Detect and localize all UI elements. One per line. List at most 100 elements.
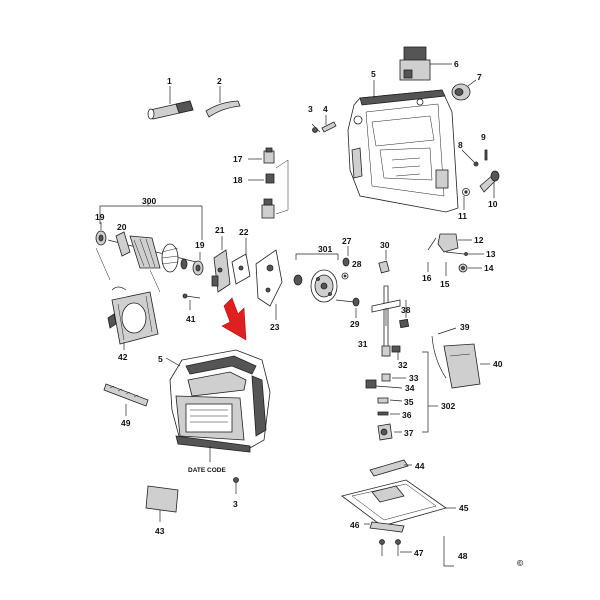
part-49-blade — [103, 383, 149, 416]
part-34-block — [365, 379, 403, 389]
label-part-16: 16 — [422, 273, 432, 283]
label-part-5-top: 5 — [371, 69, 376, 79]
part-5-housing-half — [347, 80, 459, 213]
part-48-hex-key — [443, 536, 454, 567]
label-part-39: 39 — [460, 322, 470, 332]
label-part-15: 15 — [440, 279, 450, 289]
label-part-29: 29 — [350, 319, 360, 329]
label-part-4: 4 — [323, 104, 328, 114]
label-part-47: 47 — [414, 548, 424, 558]
part-37-clamp — [377, 423, 402, 441]
part-32-clamp-block — [391, 345, 401, 360]
part-301-gear — [293, 269, 338, 303]
label-part-3-top: 3 — [308, 104, 313, 114]
part-46-guide — [364, 521, 405, 533]
label-part-27: 27 — [342, 236, 352, 246]
part-36-plate — [377, 411, 400, 416]
label-part-42: 42 — [118, 352, 128, 362]
label-part-14: 14 — [484, 263, 494, 273]
part-14-nut — [458, 263, 482, 273]
part-10-lever — [479, 170, 500, 198]
label-part-9: 9 — [481, 132, 486, 142]
label-part-40: 40 — [493, 359, 503, 369]
part-3-screw-top — [311, 123, 321, 133]
part-27-bearing — [342, 246, 350, 267]
label-part-35: 35 — [404, 397, 414, 407]
label-part-48: 48 — [458, 551, 468, 561]
group-302-bracket — [422, 351, 438, 433]
label-part-44: 44 — [415, 461, 425, 471]
part-35-plate — [377, 397, 403, 404]
part-44-shoe-bracket — [369, 459, 412, 477]
label-part-49: 49 — [121, 418, 131, 428]
label-part-37: 37 — [404, 428, 414, 438]
part-2-cord — [205, 86, 241, 118]
part-12-clamp — [437, 233, 472, 253]
part-40-guard — [443, 343, 490, 389]
part-3-screw-bottom — [233, 477, 239, 494]
label-part-43: 43 — [155, 526, 165, 536]
part-28-washer — [341, 272, 349, 280]
part-5-main-body — [165, 349, 271, 453]
part-9-pin — [484, 149, 488, 161]
label-part-8: 8 — [458, 140, 463, 150]
label-part-6: 6 — [454, 59, 459, 69]
part-20-armature — [107, 231, 197, 273]
part-29-shaft — [335, 297, 360, 318]
part-23-gear-plate — [255, 249, 283, 320]
label-part-301: 301 — [318, 244, 332, 254]
group-301-bracket — [295, 253, 339, 260]
label-part-33: 33 — [409, 373, 419, 383]
label-part-1: 1 — [167, 76, 172, 86]
label-part-300: 300 — [142, 196, 156, 206]
label-part-19-right: 19 — [195, 240, 205, 250]
part-41-screw — [182, 293, 201, 310]
part-19-bearing-left — [95, 222, 107, 246]
part-21-plate — [211, 236, 231, 293]
label-part-23: 23 — [270, 322, 280, 332]
label-part-30: 30 — [380, 240, 390, 250]
label-part-32: 32 — [398, 360, 408, 370]
part-38-bearing — [399, 300, 410, 329]
part-30-roller — [378, 250, 390, 274]
group-300-bracket — [99, 200, 203, 240]
label-part-12: 12 — [474, 235, 484, 245]
part-6-switch — [399, 46, 452, 81]
label-part-22: 22 — [239, 227, 249, 237]
label-part-7: 7 — [477, 72, 482, 82]
part-8-screw — [461, 149, 479, 167]
part-17-brush-holder — [248, 147, 275, 164]
part-16-pin — [427, 237, 437, 272]
label-part-10: 10 — [488, 199, 498, 209]
copyright-icon: © — [517, 558, 524, 568]
date-code-label: DATE CODE — [188, 467, 226, 474]
label-part-17: 17 — [233, 154, 243, 164]
label-part-13: 13 — [486, 249, 496, 259]
part-39-clip — [431, 327, 457, 379]
part-11-washer — [462, 188, 470, 210]
part-18-carbon-brush — [248, 173, 275, 184]
part-19-bearing-right — [192, 252, 204, 276]
label-part-20: 20 — [117, 222, 127, 232]
part-47-screws — [379, 539, 412, 556]
label-part-36: 36 — [402, 410, 412, 420]
label-part-21: 21 — [215, 225, 225, 235]
label-part-5-body: 5 — [158, 354, 163, 364]
label-part-11: 11 — [458, 211, 467, 221]
part-1-cord-guard — [147, 86, 194, 120]
label-part-302: 302 — [441, 401, 455, 411]
part-22-gasket — [231, 238, 251, 285]
part-7-knob — [451, 79, 477, 101]
label-part-41: 41 — [186, 314, 196, 324]
label-part-28: 28 — [352, 259, 362, 269]
label-part-46: 46 — [350, 520, 360, 530]
part-33-block — [381, 373, 406, 382]
part-13-screw — [445, 251, 484, 256]
part-31-plunger — [371, 285, 401, 357]
part-43-label — [145, 485, 179, 522]
label-part-38: 38 — [401, 305, 411, 315]
part-4-pin — [321, 115, 337, 133]
label-part-34: 34 — [405, 383, 415, 393]
label-part-18: 18 — [233, 175, 243, 185]
